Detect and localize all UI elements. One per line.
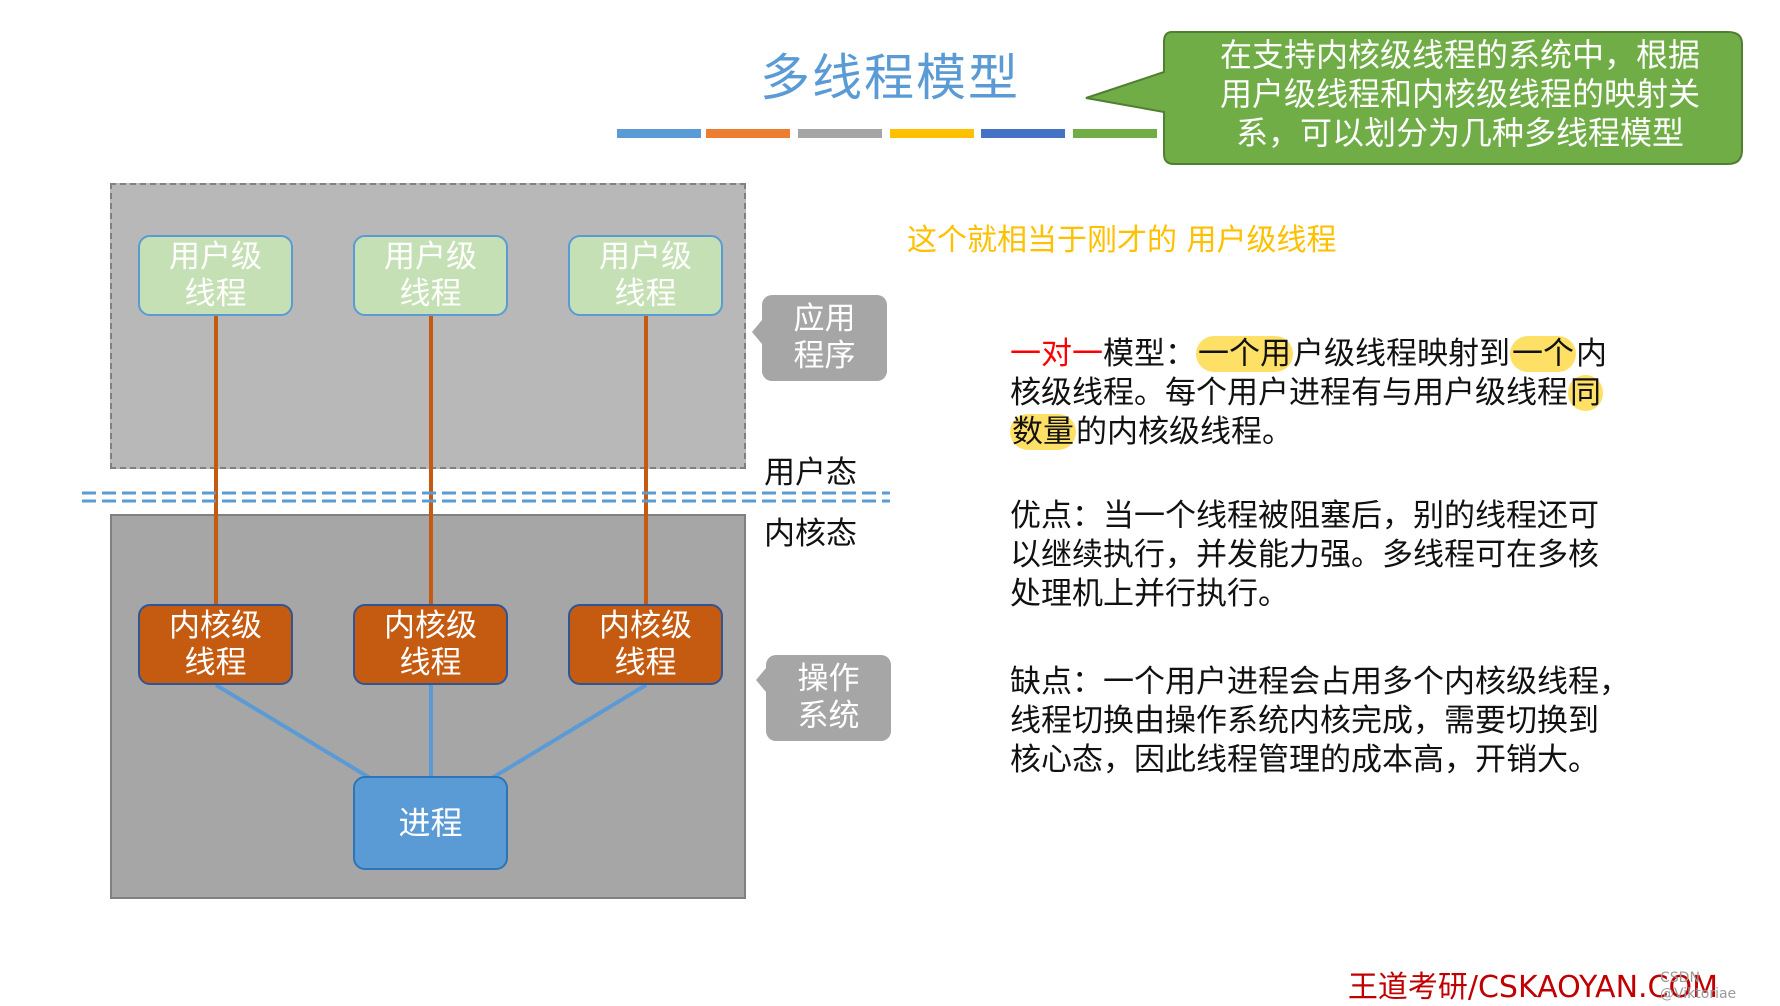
user-thread-1: 用户级 线程 (138, 235, 293, 316)
process-label: 进程 (398, 803, 463, 842)
model-description: 一对一模型：一个用户级线程映射到一个内 核级线程。每个用户进程有与用户级线程同 … (1010, 335, 1700, 452)
process-node: 进程 (353, 776, 508, 870)
highlight-1: 一个用 (1196, 336, 1293, 372)
cons-line-3: 核心态，因此线程管理的成本高，开销大。 (1010, 742, 1599, 778)
model-text-c: 核级线程。每个用户进程有与用户级线程 (1010, 375, 1568, 411)
model-text-b: 内 (1576, 336, 1607, 372)
callout-shape (1085, 31, 1743, 165)
user-thread-2: 用户级 线程 (353, 235, 508, 316)
model-line-2: 核级线程。每个用户进程有与用户级线程同 (1010, 374, 1700, 413)
cons-line-1: 缺点：一个用户进程会占用多个内核级线程， (1010, 664, 1630, 700)
link-kernel-process-3 (490, 683, 648, 780)
app-label-text: 应用 程序 (793, 301, 856, 374)
user-thread-2-label: 用户级 线程 (384, 238, 477, 312)
pros-line-2: 以继续执行，并发能力强。多线程可在多核 (1010, 537, 1599, 573)
kernel-thread-1: 内核级 线程 (138, 604, 293, 685)
stripe-4 (890, 129, 974, 138)
callout-bubble (1085, 31, 1743, 165)
kernel-thread-2: 内核级 线程 (353, 604, 508, 685)
highlight-2: 一个 (1510, 336, 1576, 372)
callout-line-3: 系，可以划分为几种多线程模型 (1235, 114, 1684, 152)
slide-title: 多线程模型 (760, 49, 1020, 107)
user-mode-label: 用户态 (764, 455, 857, 491)
user-thread-3-label: 用户级 线程 (599, 238, 692, 312)
cons-line-2: 线程切换由操作系统内核完成，需要切换到 (1010, 703, 1599, 739)
os-label: 操作 系统 (766, 655, 891, 741)
pros-line-3: 处理机上并行执行。 (1010, 576, 1289, 612)
stripe-1 (617, 129, 701, 138)
stripe-3 (798, 129, 882, 138)
user-thread-3: 用户级 线程 (568, 235, 723, 316)
stripe-5 (981, 129, 1065, 138)
app-label: 应用 程序 (762, 295, 887, 381)
kernel-mode-label: 内核态 (764, 516, 857, 552)
pros-line-1: 优点：当一个线程被阻塞后，别的线程还可 (1010, 498, 1599, 534)
callout-text: 在支持内核级线程的系统中，根据 用户级线程和内核级线程的映射关 系，可以划分为几… (1180, 36, 1740, 153)
app-label-pointer (752, 320, 762, 344)
stripe-6 (1073, 129, 1157, 138)
cons-description: 缺点：一个用户进程会占用多个内核级线程， 线程切换由操作系统内核完成，需要切换到… (1010, 663, 1700, 780)
highlight-4: 数量 (1010, 414, 1076, 450)
model-word: 模型： (1103, 336, 1196, 372)
model-prefix: 一对一 (1010, 336, 1103, 372)
kernel-thread-2-label: 内核级 线程 (384, 607, 477, 681)
callout-line-2: 用户级线程和内核级线程的映射关 (1219, 75, 1700, 113)
kernel-thread-3-label: 内核级 线程 (599, 607, 692, 681)
os-label-pointer (756, 668, 766, 692)
label-pointers (752, 320, 766, 692)
highlight-3: 同 (1568, 375, 1603, 411)
user-thread-1-label: 用户级 线程 (169, 238, 262, 312)
annotation-note: 这个就相当于刚才的 用户级线程 (907, 223, 1337, 258)
callout-line-1: 在支持内核级线程的系统中，根据 (1219, 36, 1700, 74)
kernel-thread-1-label: 内核级 线程 (169, 607, 262, 681)
pros-description: 优点：当一个线程被阻塞后，别的线程还可 以继续执行，并发能力强。多线程可在多核 … (1010, 497, 1700, 614)
kernel-thread-3: 内核级 线程 (568, 604, 723, 685)
model-line-1: 一对一模型：一个用户级线程映射到一个内 (1010, 335, 1700, 374)
diagram-links (82, 316, 890, 780)
model-text-d: 的内核级线程。 (1076, 414, 1293, 450)
model-text-a: 户级线程映射到 (1293, 336, 1510, 372)
stripe-2 (706, 129, 790, 138)
watermark: CSDN @Viktoriae (1660, 970, 1737, 1002)
link-kernel-process-1 (214, 683, 372, 780)
model-line-3: 数量的内核级线程。 (1010, 413, 1700, 452)
os-label-text: 操作 系统 (797, 661, 860, 734)
